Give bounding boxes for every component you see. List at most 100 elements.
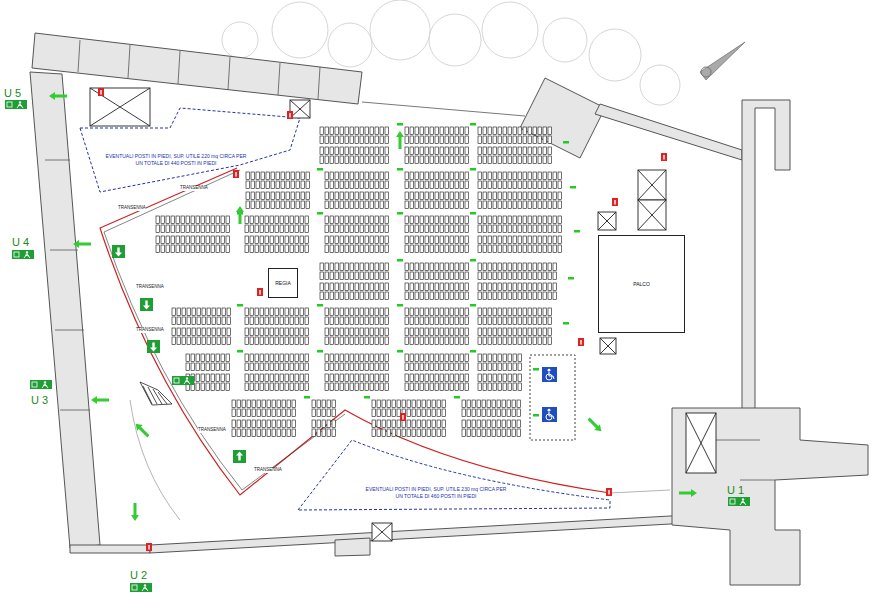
seat — [445, 147, 449, 155]
aisle-marker — [397, 123, 403, 126]
seat — [502, 429, 506, 437]
seat — [483, 181, 487, 189]
seat — [478, 181, 482, 189]
seat — [498, 216, 502, 224]
seat — [255, 354, 259, 362]
seat — [467, 409, 471, 417]
seat — [493, 172, 497, 180]
seat — [493, 292, 497, 300]
seat — [392, 429, 396, 437]
seat — [380, 328, 384, 336]
seat — [335, 383, 339, 391]
seat — [440, 201, 444, 209]
seat — [440, 181, 444, 189]
exit-sign — [12, 250, 34, 259]
seat — [498, 292, 502, 300]
seat — [291, 181, 295, 189]
seat — [261, 172, 265, 180]
seat — [478, 245, 482, 253]
seat — [533, 147, 537, 155]
seat — [360, 127, 364, 135]
seat — [360, 363, 364, 371]
seat — [286, 201, 290, 209]
seat — [191, 363, 195, 371]
seat — [322, 420, 326, 428]
seat — [482, 420, 486, 428]
seat — [420, 236, 424, 244]
seat — [280, 354, 284, 362]
seat — [405, 317, 409, 325]
seat — [460, 201, 464, 209]
seat — [290, 245, 294, 253]
seat — [276, 172, 280, 180]
seat — [295, 363, 299, 371]
seat — [365, 156, 369, 164]
seat — [478, 292, 482, 300]
seat — [417, 429, 421, 437]
seat — [387, 409, 391, 417]
seat — [265, 328, 269, 336]
seat — [370, 283, 374, 291]
extinguisher-icon — [606, 488, 612, 496]
seat — [405, 272, 409, 280]
seat — [415, 156, 419, 164]
seat — [260, 337, 264, 345]
seat — [405, 201, 409, 209]
seat — [285, 337, 289, 345]
seat — [380, 192, 384, 200]
seat — [305, 225, 309, 233]
seat — [330, 292, 334, 300]
seat — [538, 156, 542, 164]
seat — [360, 156, 364, 164]
seat — [317, 400, 321, 408]
seat — [370, 328, 374, 336]
aisle-marker — [574, 230, 580, 233]
seat — [543, 192, 547, 200]
extinguisher-icon — [287, 111, 293, 119]
seat — [320, 272, 324, 280]
seat — [445, 172, 449, 180]
seat — [280, 328, 284, 336]
seat — [425, 172, 429, 180]
seat — [312, 409, 316, 417]
seat — [251, 172, 255, 180]
seat — [245, 308, 249, 316]
seat — [380, 363, 384, 371]
exit-sign — [172, 376, 194, 385]
seat — [435, 272, 439, 280]
seat — [172, 337, 176, 345]
seat — [405, 136, 409, 144]
seat — [291, 192, 295, 200]
seat — [513, 147, 517, 155]
seat — [196, 216, 200, 224]
seat — [435, 363, 439, 371]
seat — [483, 283, 487, 291]
seat — [435, 283, 439, 291]
seat — [420, 136, 424, 144]
seat — [201, 236, 205, 244]
seat — [286, 181, 290, 189]
seat — [437, 400, 441, 408]
aisle-marker — [470, 350, 476, 353]
seat — [465, 283, 469, 291]
seat — [533, 172, 537, 180]
seat — [440, 354, 444, 362]
seat — [207, 317, 211, 325]
seat — [317, 420, 321, 428]
seat — [340, 337, 344, 345]
seat — [291, 172, 295, 180]
seat — [340, 317, 344, 325]
seat — [275, 354, 279, 362]
seat — [450, 317, 454, 325]
seat — [435, 172, 439, 180]
seat — [405, 172, 409, 180]
seat — [345, 374, 349, 382]
seat — [442, 400, 446, 408]
seat — [325, 156, 329, 164]
seat — [385, 127, 389, 135]
seat — [513, 192, 517, 200]
seat — [503, 354, 507, 362]
seat — [330, 225, 334, 233]
seat — [255, 328, 259, 336]
seat — [330, 192, 334, 200]
